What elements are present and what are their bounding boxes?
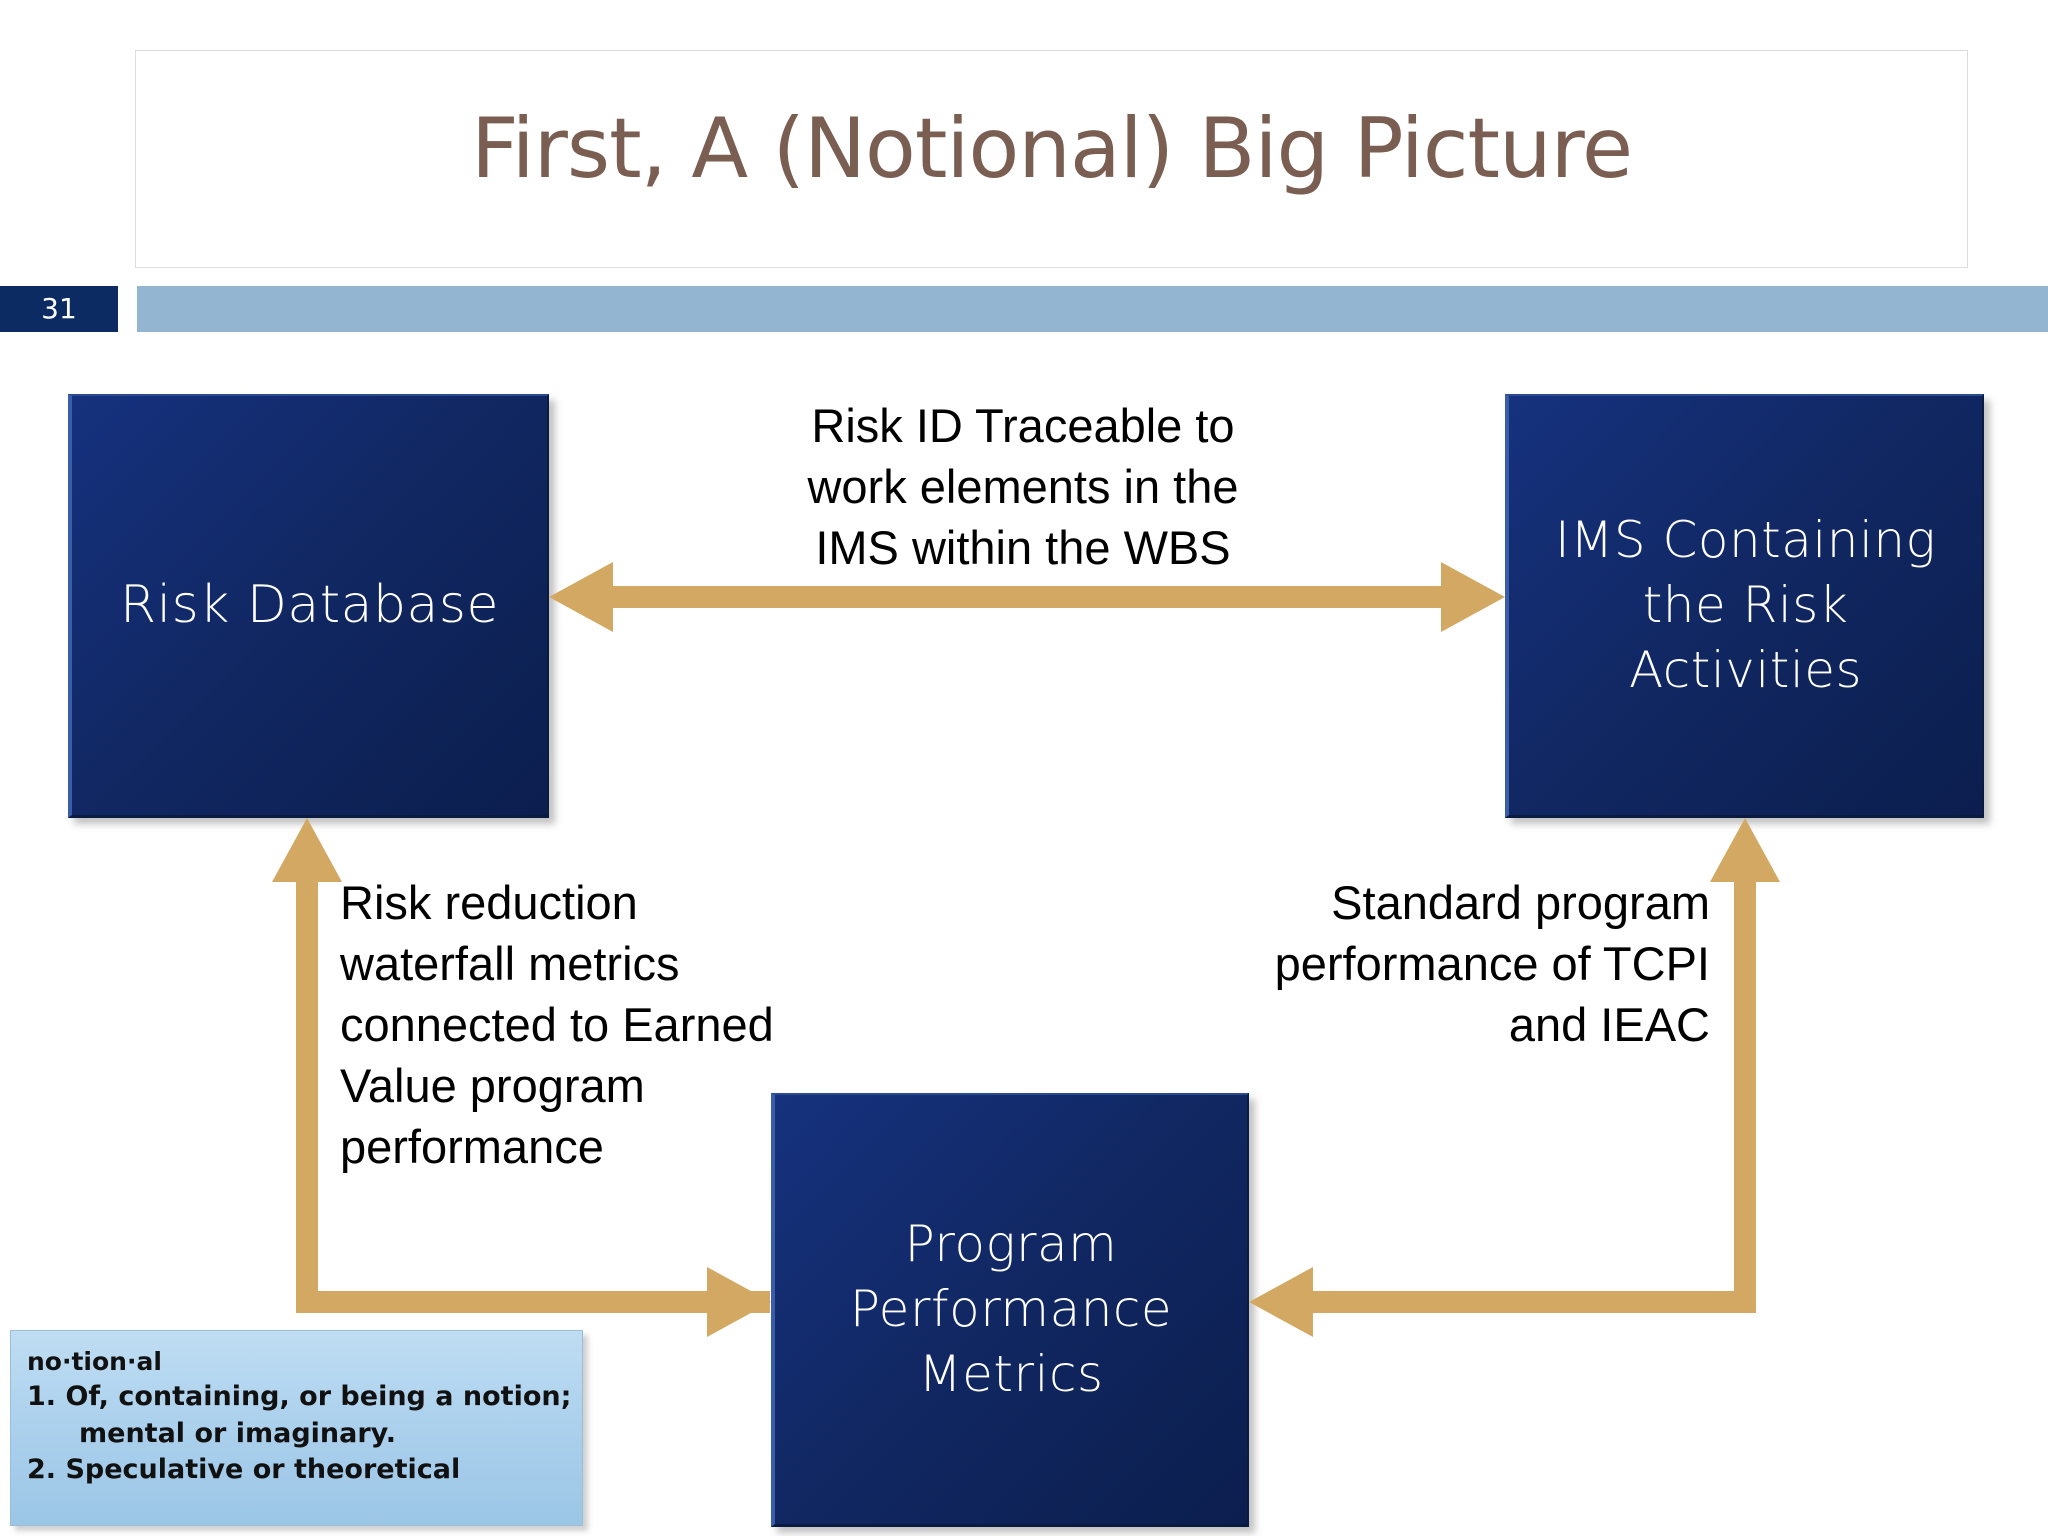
header-accent-bar (137, 286, 2048, 332)
page-title: First, A (Notional) Big Picture (470, 100, 1633, 197)
notional-definition-1: 1. Of, containing, or being a notion; (27, 1381, 572, 1412)
node-risk-database-label: Risk Database (120, 574, 499, 635)
node-ims-label: IMS Containing the Risk Activities (1554, 511, 1937, 699)
node-program-performance-metrics[interactable]: Program Performance Metrics (771, 1093, 1249, 1527)
node-ppm-label: Program Performance Metrics (849, 1215, 1173, 1403)
node-ims-containing-risk-activities[interactable]: IMS Containing the Risk Activities (1505, 394, 1984, 818)
annotation-standard-program-performance: Standard program performance of TCPI and… (1274, 876, 1710, 1052)
notional-definition-callout: no·tion·al 1. Of, containing, or being a… (10, 1330, 583, 1526)
slide-number: 31 (41, 292, 77, 325)
notional-definition-1-cont: mental or imaginary. (79, 1417, 397, 1449)
title-frame (135, 50, 1968, 268)
annotation-risk-reduction-waterfall: Risk reduction waterfall metrics connect… (340, 876, 774, 1174)
notional-headword: no·tion·al (27, 1347, 162, 1376)
notional-definition-2: 2. Speculative or theoretical (27, 1454, 461, 1486)
node-risk-database[interactable]: Risk Database (68, 394, 549, 818)
slide-number-badge: 31 (0, 286, 118, 332)
annotation-risk-id-traceable: Risk ID Traceable to work elements in th… (807, 399, 1239, 575)
